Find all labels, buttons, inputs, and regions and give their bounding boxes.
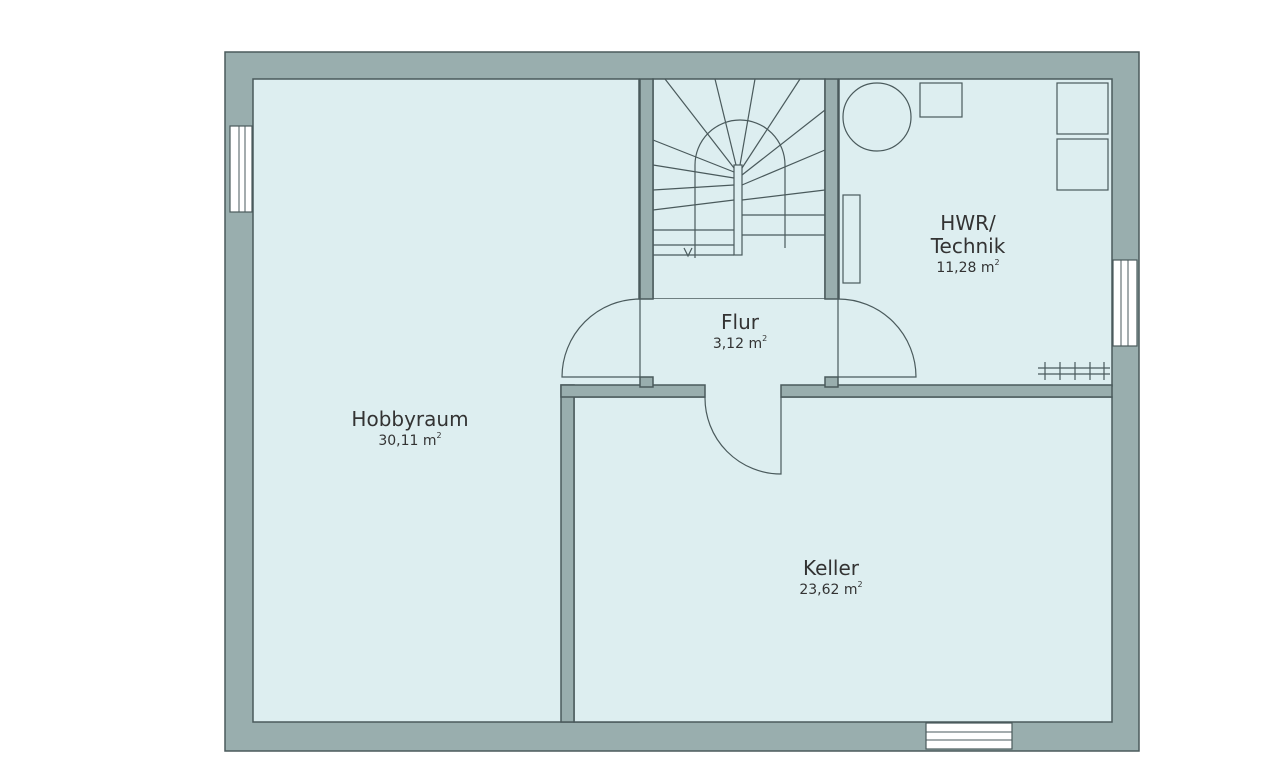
- room-area: 11,28 m2: [936, 258, 1000, 276]
- room-label-hobbyraum: Hobbyraum 30,11 m2: [351, 407, 469, 450]
- wall-stub: [639, 376, 654, 388]
- wall-stub: [824, 376, 839, 388]
- inner-wall-hobby-keller: [560, 384, 575, 723]
- window: [925, 722, 1013, 750]
- inner-wall-flur-keller-right: [780, 384, 1113, 398]
- inner-wall-flur-keller-left: [560, 384, 706, 398]
- room-label-flur: Flur 3,12 m2: [712, 310, 768, 353]
- room-area: 3,12 m2: [712, 334, 768, 352]
- room-flur: [653, 299, 839, 386]
- room-name-line2: Technik: [930, 234, 1006, 258]
- room-label-hwr-technik: HWR/ Technik 11,28 m2: [930, 211, 1006, 277]
- room-keller: [573, 396, 1113, 723]
- room-name: HWR/: [940, 211, 996, 235]
- room-area: 23,62 m2: [799, 580, 863, 598]
- room-label-keller: Keller 23,62 m2: [799, 556, 863, 599]
- room-name: Flur: [721, 310, 759, 334]
- room-flur-left: [561, 299, 653, 386]
- technik-equipment: [842, 82, 1110, 380]
- room-name: Keller: [802, 556, 860, 580]
- room-area: 30,11 m2: [378, 431, 442, 449]
- stair-wall-left: [639, 78, 654, 300]
- stair-wall-right: [824, 78, 839, 300]
- room-flur-right: [839, 299, 919, 386]
- window: [1112, 259, 1138, 347]
- door-swings: [561, 298, 917, 475]
- door-gap-keller: [705, 385, 781, 399]
- window: [229, 125, 253, 213]
- staircase: [652, 78, 826, 258]
- room-name: Hobbyraum: [351, 407, 469, 431]
